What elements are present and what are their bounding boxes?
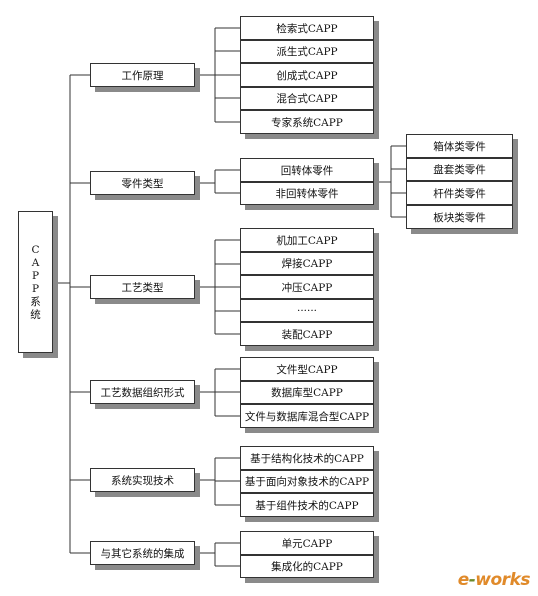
category-working-principle: 工作原理 xyxy=(90,63,195,87)
item-component-capp: 基于组件技术的CAPP xyxy=(240,493,374,517)
item-label: 回转体零件 xyxy=(280,164,334,177)
item-ellipsis: ······ xyxy=(240,299,374,322)
item-structured-capp: 基于结构化技术的CAPP xyxy=(240,446,374,470)
item-database-capp: 数据库型CAPP xyxy=(240,381,374,404)
item-label: 单元CAPP xyxy=(281,537,333,550)
item-rotational-parts: 回转体零件 xyxy=(240,158,374,182)
item-file-capp: 文件型CAPP xyxy=(240,357,374,381)
subitem-label: 板块类零件 xyxy=(433,211,486,224)
item-label: 检索式CAPP xyxy=(276,22,338,35)
eworks-watermark-logo: e-works xyxy=(457,570,531,590)
item-label: 数据库型CAPP xyxy=(271,387,343,399)
category-implementation-tech: 系统实现技术 xyxy=(90,468,195,492)
root-label: C A P P 系统 xyxy=(30,244,41,321)
item-label: 创成式CAPP xyxy=(276,69,338,82)
item-label: ······ xyxy=(296,304,318,317)
category-label: 与其它系统的集成 xyxy=(100,547,185,560)
subitem-box-parts: 箱体类零件 xyxy=(406,134,513,158)
item-label: 集成化的CAPP xyxy=(271,561,343,573)
item-oo-capp: 基于面向对象技术的CAPP xyxy=(240,470,374,493)
category-label: 工艺类型 xyxy=(121,281,164,294)
subitem-label: 箱体类零件 xyxy=(433,140,486,153)
item-unit-capp: 单元CAPP xyxy=(240,531,374,555)
item-label: 文件型CAPP xyxy=(276,363,338,376)
subitem-rod-parts: 杆件类零件 xyxy=(406,181,513,205)
item-label: 基于面向对象技术的CAPP xyxy=(244,476,370,488)
item-hybrid-capp: 混合式CAPP xyxy=(240,87,374,110)
category-label: 零件类型 xyxy=(121,177,164,190)
item-label: 基于结构化技术的CAPP xyxy=(250,452,364,465)
item-integrated-capp: 集成化的CAPP xyxy=(240,555,374,578)
item-assembly-capp: 装配CAPP xyxy=(240,322,374,346)
root-node: C A P P 系统 xyxy=(18,211,53,353)
item-stamping-capp: 冲压CAPP xyxy=(240,275,374,299)
item-file-database-capp: 文件与数据库混合型CAPP xyxy=(240,404,374,428)
item-label: 机加工CAPP xyxy=(276,234,338,247)
item-label: 冲压CAPP xyxy=(281,281,333,294)
item-label: 非回转体零件 xyxy=(275,188,339,200)
category-data-organization: 工艺数据组织形式 xyxy=(90,380,195,404)
category-part-type: 零件类型 xyxy=(90,171,195,195)
category-label: 工艺数据组织形式 xyxy=(100,386,185,399)
item-label: 文件与数据库混合型CAPP xyxy=(244,410,370,423)
item-label: 装配CAPP xyxy=(281,328,333,341)
item-nonrotational-parts: 非回转体零件 xyxy=(240,182,374,205)
item-label: 派生式CAPP xyxy=(276,46,338,58)
item-welding-capp: 焊接CAPP xyxy=(240,252,374,275)
item-retrieval-capp: 检索式CAPP xyxy=(240,16,374,40)
category-process-type: 工艺类型 xyxy=(90,275,195,299)
item-label: 混合式CAPP xyxy=(276,93,338,105)
subitem-label: 盘套类零件 xyxy=(433,164,486,176)
subitem-plate-parts: 板块类零件 xyxy=(406,205,513,229)
category-label: 工作原理 xyxy=(121,69,164,82)
subitem-disc-parts: 盘套类零件 xyxy=(406,158,513,181)
item-label: 基于组件技术的CAPP xyxy=(255,499,359,512)
item-generative-capp: 创成式CAPP xyxy=(240,63,374,87)
item-expert-capp: 专家系统CAPP xyxy=(240,110,374,134)
subitem-label: 杆件类零件 xyxy=(433,187,486,200)
item-variant-capp: 派生式CAPP xyxy=(240,40,374,63)
item-machining-capp: 机加工CAPP xyxy=(240,228,374,252)
item-label: 专家系统CAPP xyxy=(271,116,343,129)
category-integration: 与其它系统的集成 xyxy=(90,541,195,565)
category-label: 系统实现技术 xyxy=(111,474,174,487)
item-label: 焊接CAPP xyxy=(281,258,333,270)
